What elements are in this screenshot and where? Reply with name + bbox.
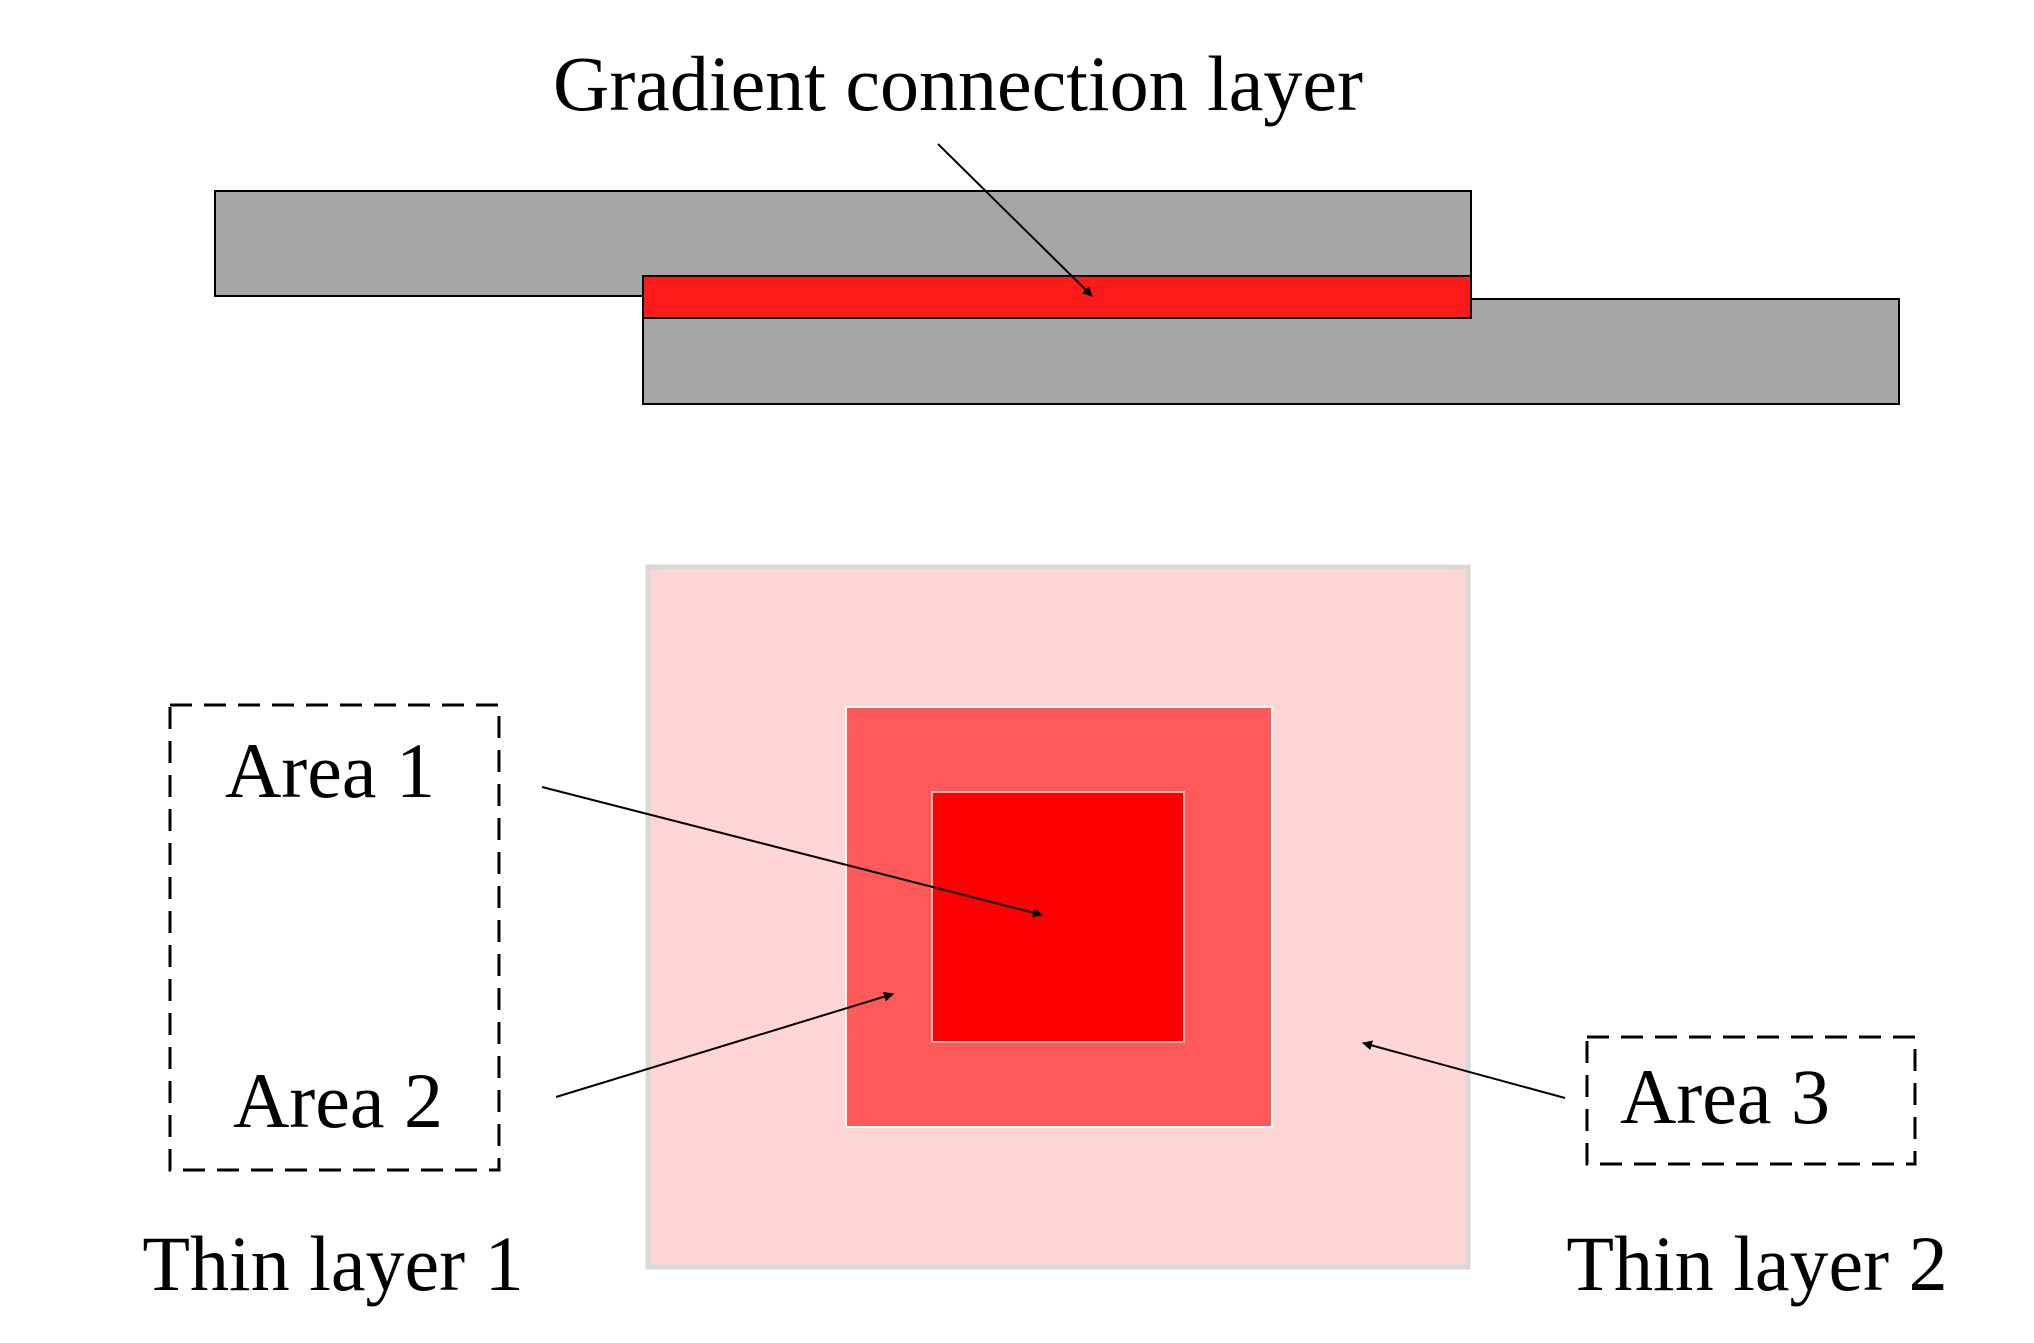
area-3-arrow	[1362, 1040, 1566, 1099]
gradient-layer-arrow	[937, 143, 1093, 297]
area-2-label: Area 2	[233, 1057, 443, 1144]
gradient-connection-layer-bar	[642, 275, 1472, 319]
thin-layer-1-area-box	[168, 703, 501, 1172]
thin-layer-2-area-box	[1585, 1035, 1917, 1166]
thin-layer-1-label: Thin layer 1	[142, 1220, 523, 1307]
area-1-arrow	[541, 786, 1043, 918]
area-1-label: Area 1	[225, 727, 435, 814]
gradient-connection-layer-label: Gradient connection layer	[553, 40, 1363, 127]
top-view: Area 1 Area 2 Area 3 Thin layer 1 Thin l…	[142, 564, 1948, 1307]
area-1-region	[931, 791, 1185, 1043]
cross-section-view: Gradient connection layer	[214, 40, 1900, 405]
area-3-label: Area 3	[1620, 1053, 1830, 1140]
area-2-arrow	[555, 991, 894, 1098]
thin-layer-2-label: Thin layer 2	[1566, 1220, 1947, 1307]
